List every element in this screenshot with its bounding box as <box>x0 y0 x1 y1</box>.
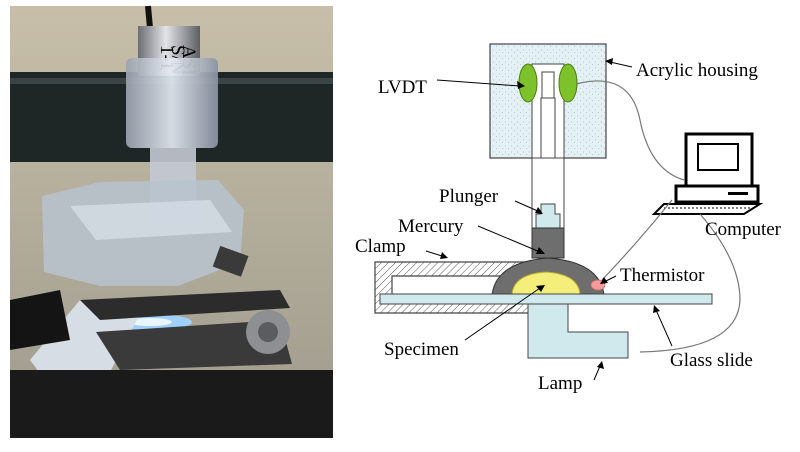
leader-specimen <box>464 287 541 341</box>
label-clamp: Clamp <box>355 236 406 257</box>
label-acrylic-housing: Acrylic housing <box>636 60 758 81</box>
photo-clamp-jaw-top <box>80 290 290 320</box>
leader-plunger <box>514 200 541 213</box>
glass-slide-shape <box>379 293 713 305</box>
computer-keyboard <box>651 203 764 215</box>
arrow-lvdt <box>517 81 525 89</box>
arrow-plunger <box>535 207 543 214</box>
label-lamp: Lamp <box>538 373 582 394</box>
lvdt-coil-left <box>518 63 538 103</box>
arrow-lamp <box>597 361 604 369</box>
label-specimen: Specimen <box>384 339 459 360</box>
leader-lamp <box>593 365 601 381</box>
arrow-mercury <box>536 247 545 254</box>
label-lvdt: LVDT <box>378 77 427 98</box>
photo-clip-lever <box>212 245 249 277</box>
specimen-shape <box>511 271 581 295</box>
computer-screen <box>697 143 739 171</box>
leader-mercury <box>477 225 541 253</box>
photo-lower-dark <box>10 370 333 438</box>
computer-base <box>674 184 760 204</box>
thermistor-wire <box>601 199 673 281</box>
lvdt-core <box>541 71 555 99</box>
photo-clamp-jaw-bottom <box>96 320 292 370</box>
apparatus-photo: ASI S/N 1-1 <box>10 5 333 438</box>
leader-acrylic <box>609 61 633 68</box>
leader-glass-slide <box>655 309 673 347</box>
label-glass-slide: Glass slide <box>670 350 753 371</box>
photo-acrylic-highlight <box>70 200 232 240</box>
photo-clamp-screw-center <box>258 322 278 342</box>
photo-acrylic-housing <box>126 58 218 148</box>
label-computer: Computer <box>705 219 782 240</box>
lvdt-coil-right <box>558 63 578 103</box>
leader-lvdt <box>436 79 521 87</box>
arrow-specimen <box>536 285 545 292</box>
label-plunger: Plunger <box>439 186 499 207</box>
arrow-thermistor <box>600 277 608 284</box>
photo-left-shadow <box>10 290 70 350</box>
photo-blue-core <box>128 318 172 326</box>
label-thermistor: Thermistor <box>620 265 705 286</box>
computer-drive <box>728 192 748 195</box>
lamp-shape <box>527 303 629 359</box>
lamp-wire <box>639 213 741 353</box>
photo-cable <box>145 5 153 29</box>
schematic-diagram: LVDT Acrylic housing Plunger Mercury Cla… <box>355 43 782 394</box>
computer-icon <box>651 132 764 215</box>
arrow-clamp <box>440 252 448 259</box>
arrow-glass-slide <box>653 305 660 313</box>
leader-clamp <box>425 250 443 257</box>
arrow-acrylic <box>605 58 613 65</box>
lvdt-wire <box>575 80 685 181</box>
label-mercury: Mercury <box>398 216 464 237</box>
